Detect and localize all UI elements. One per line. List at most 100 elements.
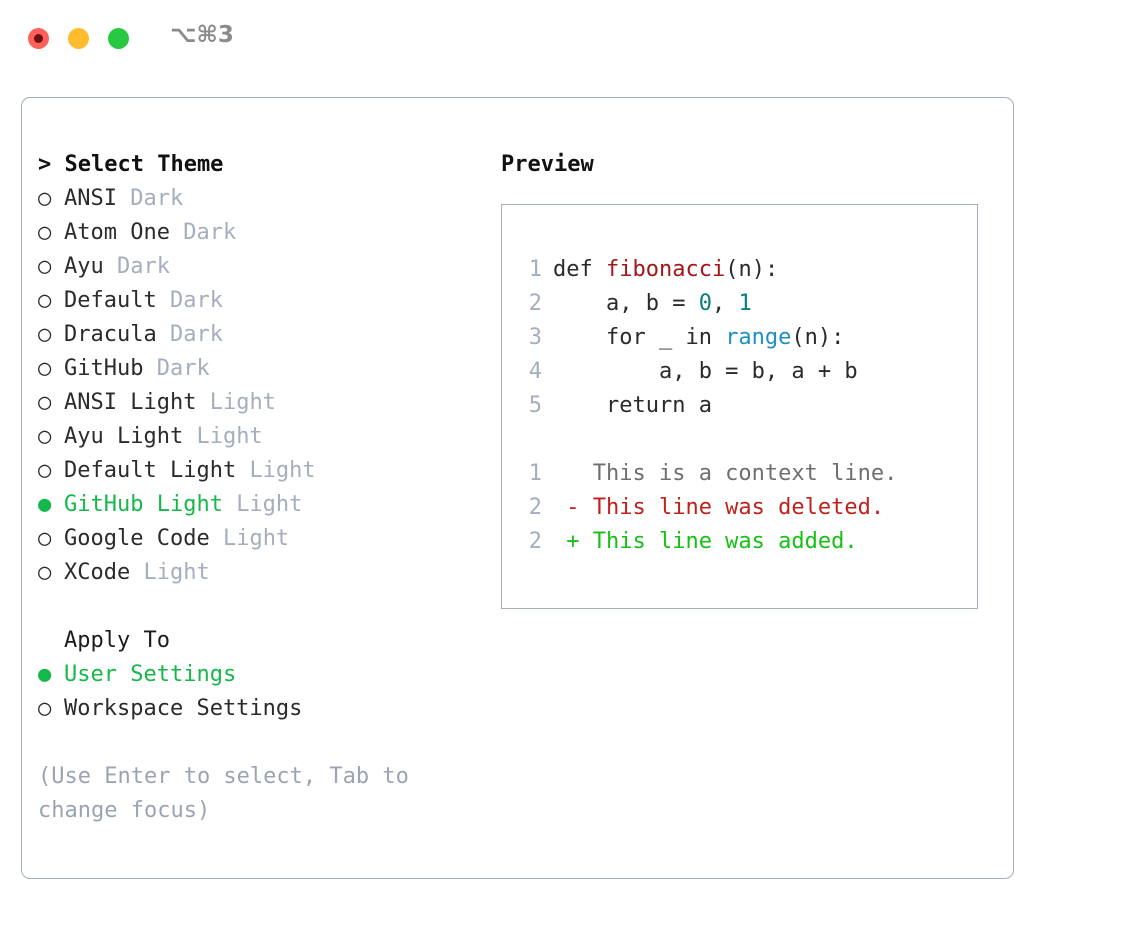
- radio-unselected-icon: ○: [38, 322, 52, 347]
- theme-item-dracula[interactable]: ○ Dracula Dark: [38, 318, 478, 352]
- code-token: fibonacci: [605, 257, 726, 282]
- close-button[interactable]: [28, 28, 49, 49]
- code-token: 1: [738, 291, 752, 316]
- radio-unselected-icon: ○: [38, 390, 52, 415]
- maximize-button[interactable]: [108, 28, 129, 49]
- apply-to-item-label: User Settings: [64, 662, 237, 687]
- radio-unselected-icon: ○: [38, 458, 52, 483]
- main-panel: > Select Theme ○ANSI Dark○Atom One Dark○…: [21, 97, 1014, 879]
- theme-item-variant: Dark: [169, 288, 223, 313]
- theme-item-label: GitHub: [64, 356, 157, 381]
- code-token: range: [725, 325, 792, 350]
- theme-item-atom-one[interactable]: ○ Atom One Dark: [38, 216, 478, 250]
- minimize-button[interactable]: [68, 28, 89, 49]
- theme-item-label: GitHub Light: [64, 492, 237, 517]
- theme-item-label: ANSI Light: [64, 390, 210, 415]
- diff-text: + This line was added.: [553, 529, 858, 554]
- theme-item-google-code[interactable]: ○ Google Code Light: [38, 522, 478, 556]
- line-number: 2: [528, 495, 542, 520]
- theme-item-label: ANSI: [64, 186, 131, 211]
- code-line: 5 return a: [502, 389, 977, 423]
- title-bar: ⌥⌘3: [0, 0, 1140, 76]
- theme-item-variant: Light: [209, 390, 276, 415]
- theme-item-label: Default: [64, 288, 170, 313]
- code-token: return a: [553, 393, 712, 418]
- apply-to-item-label: Workspace Settings: [64, 696, 303, 721]
- code-token: ,: [711, 291, 739, 316]
- code-token: (n):: [725, 257, 779, 282]
- radio-unselected-icon: ○: [38, 220, 52, 245]
- line-number: 1: [528, 257, 542, 282]
- line-number: 1: [528, 461, 542, 486]
- theme-item-variant: Light: [196, 424, 263, 449]
- diff-line: 2 - This line was deleted.: [502, 491, 977, 525]
- apply-to-item-user-settings[interactable]: ● User Settings: [38, 658, 478, 692]
- apply-to-item-workspace-settings[interactable]: ○ Workspace Settings: [38, 692, 478, 726]
- code-line: 2 a, b = 0, 1: [502, 287, 977, 321]
- radio-unselected-icon: ○: [38, 696, 52, 721]
- theme-item-default[interactable]: ○ Default Dark: [38, 284, 478, 318]
- radio-unselected-icon: ○: [38, 560, 52, 585]
- theme-item-variant: Dark: [130, 186, 184, 211]
- code-line: 4 a, b = b, a + b: [502, 355, 977, 389]
- diff-line: 1 This is a context line.: [502, 457, 977, 491]
- apply-to-list: ● User Settings ○ Workspace Settings: [38, 658, 478, 726]
- radio-unselected-icon: ○: [38, 356, 52, 381]
- theme-item-label: Ayu Light: [64, 424, 197, 449]
- theme-item-variant: Dark: [116, 254, 170, 279]
- radio-unselected-icon: ○: [38, 288, 52, 313]
- code-diff-spacer: [502, 423, 977, 457]
- section-spacer: [38, 590, 478, 624]
- radio-unselected-icon: ○: [38, 186, 52, 211]
- apply-to-header: ○Apply To: [38, 624, 478, 658]
- theme-item-variant: Dark: [169, 322, 223, 347]
- code-token: def: [553, 257, 606, 282]
- theme-selection-column: > Select Theme ○ANSI Dark○Atom One Dark○…: [38, 148, 478, 828]
- code-token: for _ in: [553, 325, 726, 350]
- theme-item-variant: Light: [249, 458, 316, 483]
- radio-unselected-icon: ○: [38, 254, 52, 279]
- code-line: 3 for _ in range(n):: [502, 321, 977, 355]
- theme-item-label: Atom One: [64, 220, 184, 245]
- radio-unselected-icon: ○: [38, 424, 52, 449]
- theme-item-label: XCode: [64, 560, 144, 585]
- code-line: 1 def fibonacci(n):: [502, 253, 977, 287]
- diff-sample: 1 This is a context line.2 - This line w…: [502, 457, 977, 559]
- theme-item-ayu-light[interactable]: ○ Ayu Light Light: [38, 420, 478, 454]
- theme-item-xcode[interactable]: ○ XCode Light: [38, 556, 478, 590]
- radio-selected-icon: ●: [38, 492, 52, 517]
- theme-item-variant: Light: [236, 492, 303, 517]
- apply-to-label: Apply To: [64, 628, 170, 653]
- diff-text: This is a context line.: [553, 461, 898, 486]
- line-number: 2: [528, 291, 542, 316]
- theme-item-ansi-light[interactable]: ○ ANSI Light Light: [38, 386, 478, 420]
- code-token: a, b = b, a + b: [553, 359, 858, 384]
- theme-item-github-light[interactable]: ● GitHub Light Light: [38, 488, 478, 522]
- theme-item-variant: Dark: [183, 220, 237, 245]
- theme-item-label: Google Code: [64, 526, 223, 551]
- preview-title: Preview: [501, 152, 594, 177]
- line-number: 2: [528, 529, 542, 554]
- radio-selected-icon: ●: [38, 662, 52, 687]
- theme-item-ansi[interactable]: ○ ANSI Dark: [38, 182, 478, 216]
- theme-item-label: Dracula: [64, 322, 170, 347]
- line-number: 3: [528, 325, 542, 350]
- radio-unselected-icon: ○: [38, 526, 52, 551]
- select-theme-header: > Select Theme: [38, 152, 224, 177]
- theme-item-variant: Dark: [156, 356, 210, 381]
- theme-item-variant: Light: [143, 560, 210, 585]
- theme-item-github[interactable]: ○ GitHub Dark: [38, 352, 478, 386]
- code-token: (n):: [791, 325, 845, 350]
- theme-item-variant: Light: [222, 526, 290, 551]
- diff-text: - This line was deleted.: [553, 495, 885, 520]
- keyboard-hint: (Use Enter to select, Tab to change focu…: [38, 764, 409, 823]
- line-number: 4: [528, 359, 542, 384]
- theme-item-label: Default Light: [64, 458, 250, 483]
- theme-item-ayu[interactable]: ○Ayu Dark: [38, 250, 478, 284]
- theme-item-default-light[interactable]: ○ Default Light Light: [38, 454, 478, 488]
- line-number: 5: [528, 393, 542, 418]
- code-token: a, b =: [553, 291, 699, 316]
